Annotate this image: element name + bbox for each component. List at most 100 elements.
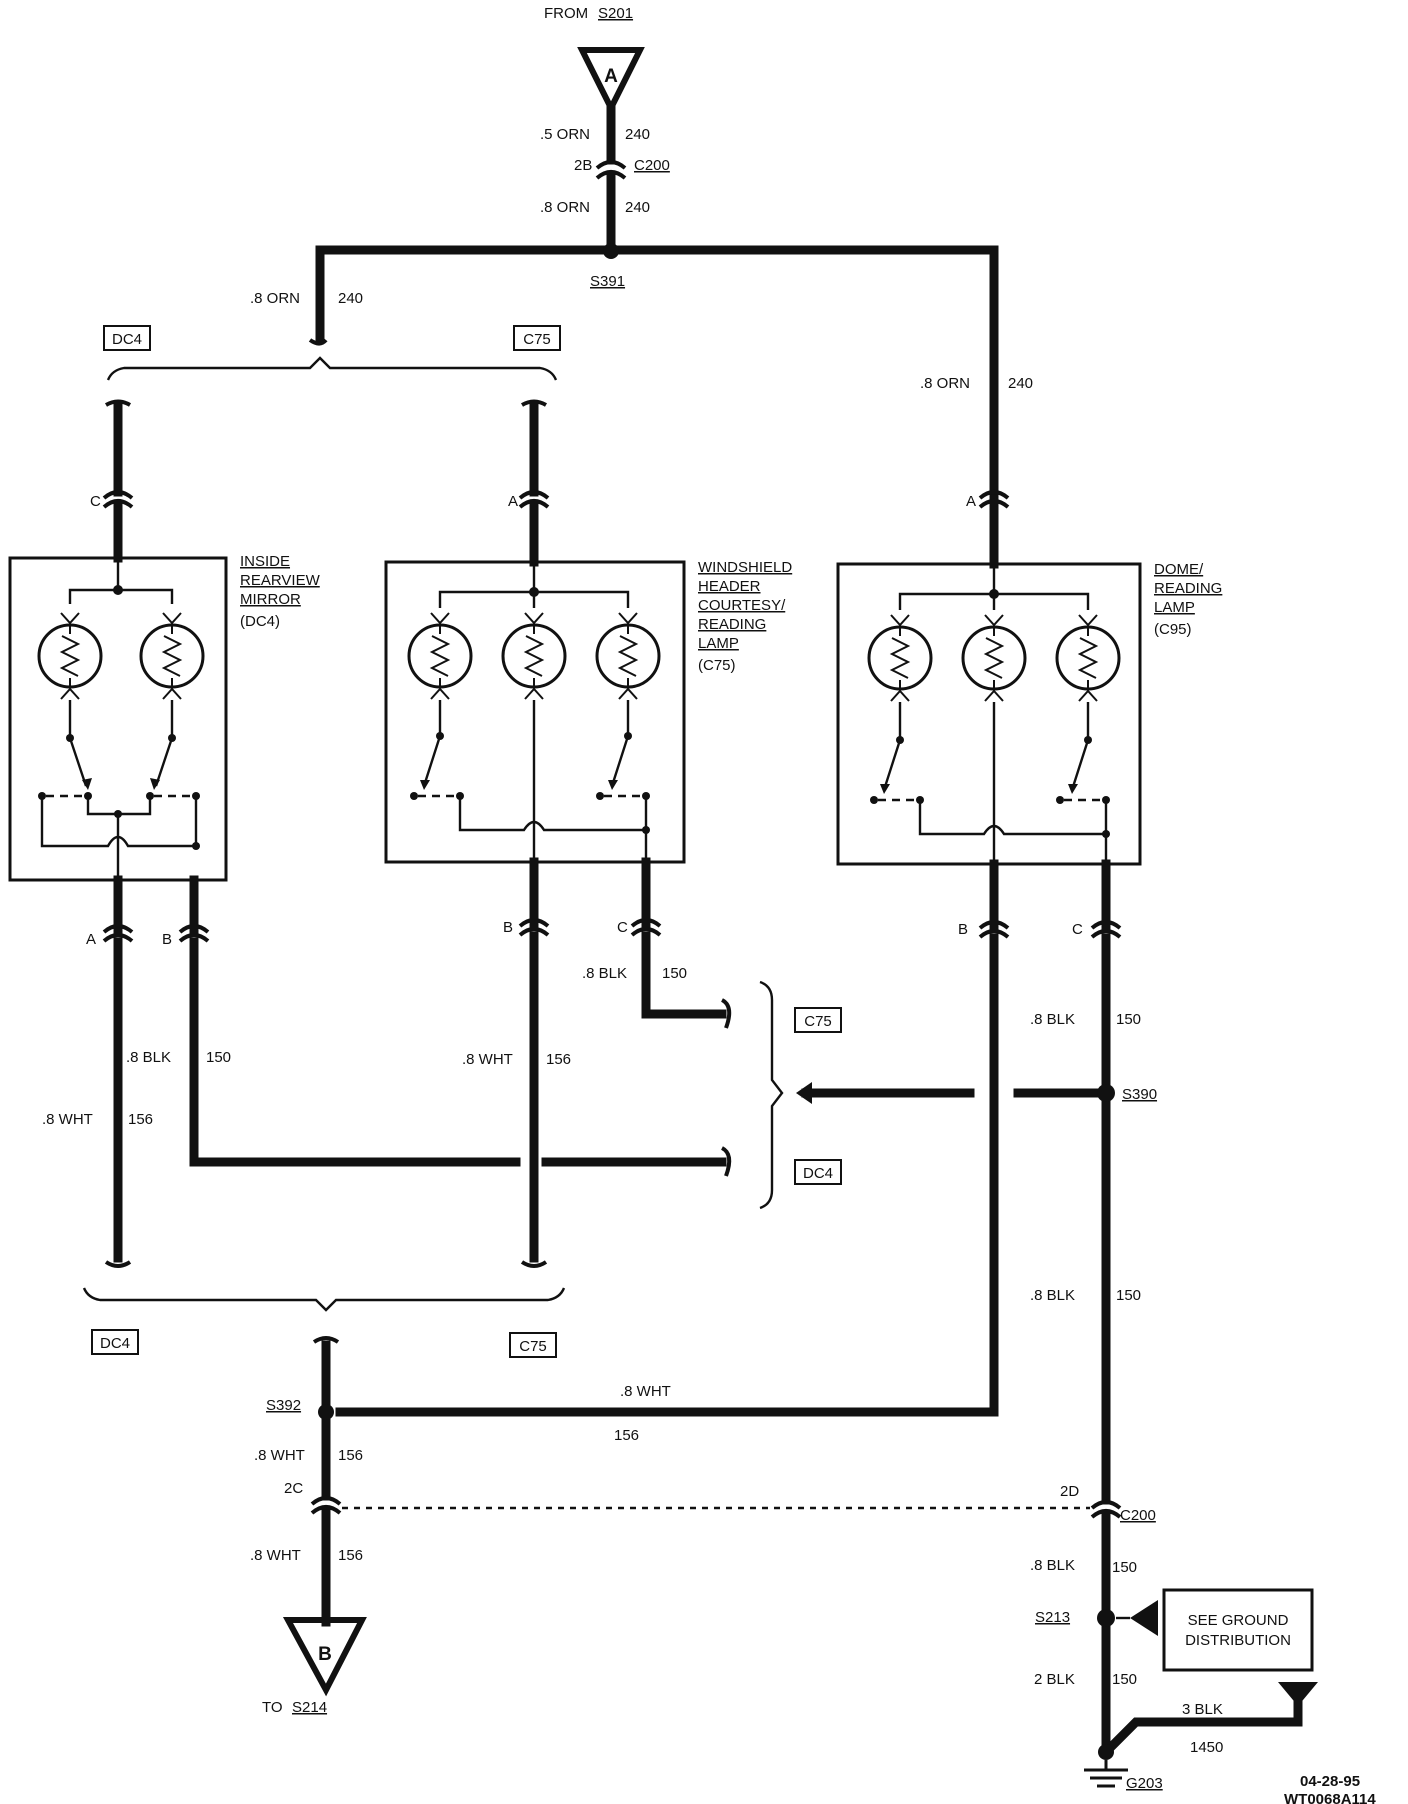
w240left-circuit: 240	[338, 290, 363, 307]
mirror-pin-top: C	[90, 493, 101, 510]
svg-text:C75: C75	[519, 1338, 547, 1355]
w240b-circuit: 240	[625, 199, 650, 216]
courtesy-pin-b: B	[503, 919, 513, 936]
blk150-2-gauge: 2 BLK	[1034, 1671, 1075, 1688]
dome-pin-a-connector	[978, 490, 1010, 509]
w240a-circuit: 240	[625, 126, 650, 143]
svg-text:DC4: DC4	[803, 1165, 833, 1182]
wht156bottom-circuit: 156	[338, 1547, 363, 1564]
ground-note-1: SEE GROUND	[1188, 1612, 1289, 1629]
courtesy-pin-c: C	[617, 919, 628, 936]
blk150c75-circuit: 150	[662, 965, 687, 982]
blk150dome-circuit: 150	[1116, 1011, 1141, 1028]
ground-triangle	[1278, 1682, 1318, 1706]
blk150c200-gauge: .8 BLK	[1030, 1557, 1075, 1574]
courtesy-ref: (C75)	[698, 657, 736, 674]
w240left-gauge: .8 ORN	[250, 290, 300, 307]
ground-symbol	[1084, 1760, 1128, 1788]
wht156horiz-circuit: 156	[614, 1427, 639, 1444]
mirror-title-3: MIRROR	[240, 591, 301, 608]
s391-dot	[603, 243, 619, 259]
blk150lower-gauge: .8 BLK	[1030, 1287, 1075, 1304]
mirror-pin-c-connector	[102, 490, 134, 509]
dome-pin-b: B	[958, 921, 968, 938]
option-brace-right	[759, 980, 784, 1210]
ground-note-box	[1162, 1588, 1314, 1672]
s391-label: S391	[590, 273, 625, 290]
tag-dc4-bottom: DC4	[91, 1329, 139, 1355]
g203-label: G203	[1126, 1775, 1163, 1792]
s213-dot	[1097, 1609, 1115, 1627]
dome-reading-lamp	[836, 562, 1142, 866]
wht156s392-gauge: .8 WHT	[254, 1447, 305, 1464]
wire-156-dome	[335, 859, 999, 1417]
option-brace-top	[106, 356, 558, 381]
c200-bottom-name: C200	[1120, 1507, 1156, 1524]
w240right-circuit: 240	[1008, 375, 1033, 392]
mirror-title-2: REARVIEW	[240, 572, 321, 589]
dome-title-3: LAMP	[1154, 599, 1195, 616]
c200-bottom-left-connector	[310, 1496, 342, 1515]
blk150mirror-gauge: .8 BLK	[126, 1049, 171, 1066]
wire-150-courtesy	[641, 857, 727, 1019]
wht156s392-circuit: 156	[338, 1447, 363, 1464]
svg-text:DC4: DC4	[112, 331, 142, 348]
footer-code: WT0068A114	[1284, 1791, 1376, 1804]
mirror-ref: (DC4)	[240, 613, 280, 630]
tag-dc4-top: DC4	[103, 325, 151, 351]
s392-dot	[318, 1404, 334, 1420]
wht156c75-gauge: .8 WHT	[462, 1051, 513, 1068]
blk150-2-circuit: 150	[1112, 1671, 1137, 1688]
blk150c200-circuit: 150	[1112, 1559, 1137, 1576]
courtesy-title-5: LAMP	[698, 635, 739, 652]
connector-a-label: A	[604, 66, 618, 87]
ground-note-2: DISTRIBUTION	[1185, 1632, 1291, 1649]
tag-c75-bottom: C75	[509, 1332, 557, 1358]
svg-text:C75: C75	[804, 1013, 832, 1030]
svg-text:DC4: DC4	[100, 1335, 130, 1352]
windshield-header-courtesy-lamp	[384, 560, 686, 864]
blk150mirror-circuit: 150	[206, 1049, 231, 1066]
wht156bottom-gauge: .8 WHT	[250, 1547, 301, 1564]
dome-ref: (C95)	[1154, 621, 1192, 638]
s392-label: S392	[266, 1397, 301, 1414]
blk150dome-gauge: .8 BLK	[1030, 1011, 1075, 1028]
mirror-title-1: INSIDE	[240, 553, 290, 570]
w240right-gauge: .8 ORN	[920, 375, 970, 392]
mirror-pin-a: A	[86, 931, 96, 948]
s390-label: S390	[1122, 1086, 1157, 1103]
blk1450-gauge: 3 BLK	[1182, 1701, 1223, 1718]
c200-right-pin: 2D	[1060, 1483, 1079, 1500]
wire-1450	[1099, 1695, 1303, 1759]
blk150c75-gauge: .8 BLK	[582, 965, 627, 982]
wht156c75-circuit: 156	[546, 1051, 571, 1068]
c200-top-name: C200	[634, 157, 670, 174]
c200-left-pin: 2C	[284, 1480, 303, 1497]
connector-b-label: B	[318, 1644, 332, 1665]
wht156horiz-gauge: .8 WHT	[620, 1383, 671, 1400]
dome-pin-top: A	[966, 493, 976, 510]
courtesy-pin-top: A	[508, 493, 518, 510]
from-label: FROM	[544, 5, 588, 22]
tag-dc4-right: DC4	[794, 1159, 842, 1185]
to-splice: S214	[292, 1699, 327, 1716]
dome-title-1: DOME/	[1154, 561, 1204, 578]
courtesy-title-2: HEADER	[698, 578, 761, 595]
s390-dot	[1097, 1084, 1115, 1102]
blk1450-circuit: 1450	[1190, 1739, 1223, 1756]
wire-150-mirror	[189, 875, 521, 1167]
ground-pointer	[1130, 1600, 1158, 1636]
w240a-gauge: .5 ORN	[540, 126, 590, 143]
svg-text:C75: C75	[523, 331, 551, 348]
courtesy-title-4: READING	[698, 616, 766, 633]
wht156mirror-gauge: .8 WHT	[42, 1111, 93, 1128]
mirror-pin-b: B	[162, 931, 172, 948]
courtesy-title-1: WINDSHIELD	[698, 559, 792, 576]
connector-b-triangle: B	[282, 1617, 367, 1697]
courtesy-title-3: COURTESY/	[698, 597, 786, 614]
footer-date: 04-28-95	[1300, 1773, 1360, 1790]
from-splice: S201	[598, 5, 633, 22]
c200-top-pin: 2B	[574, 157, 592, 174]
blk150lower-circuit: 150	[1116, 1287, 1141, 1304]
